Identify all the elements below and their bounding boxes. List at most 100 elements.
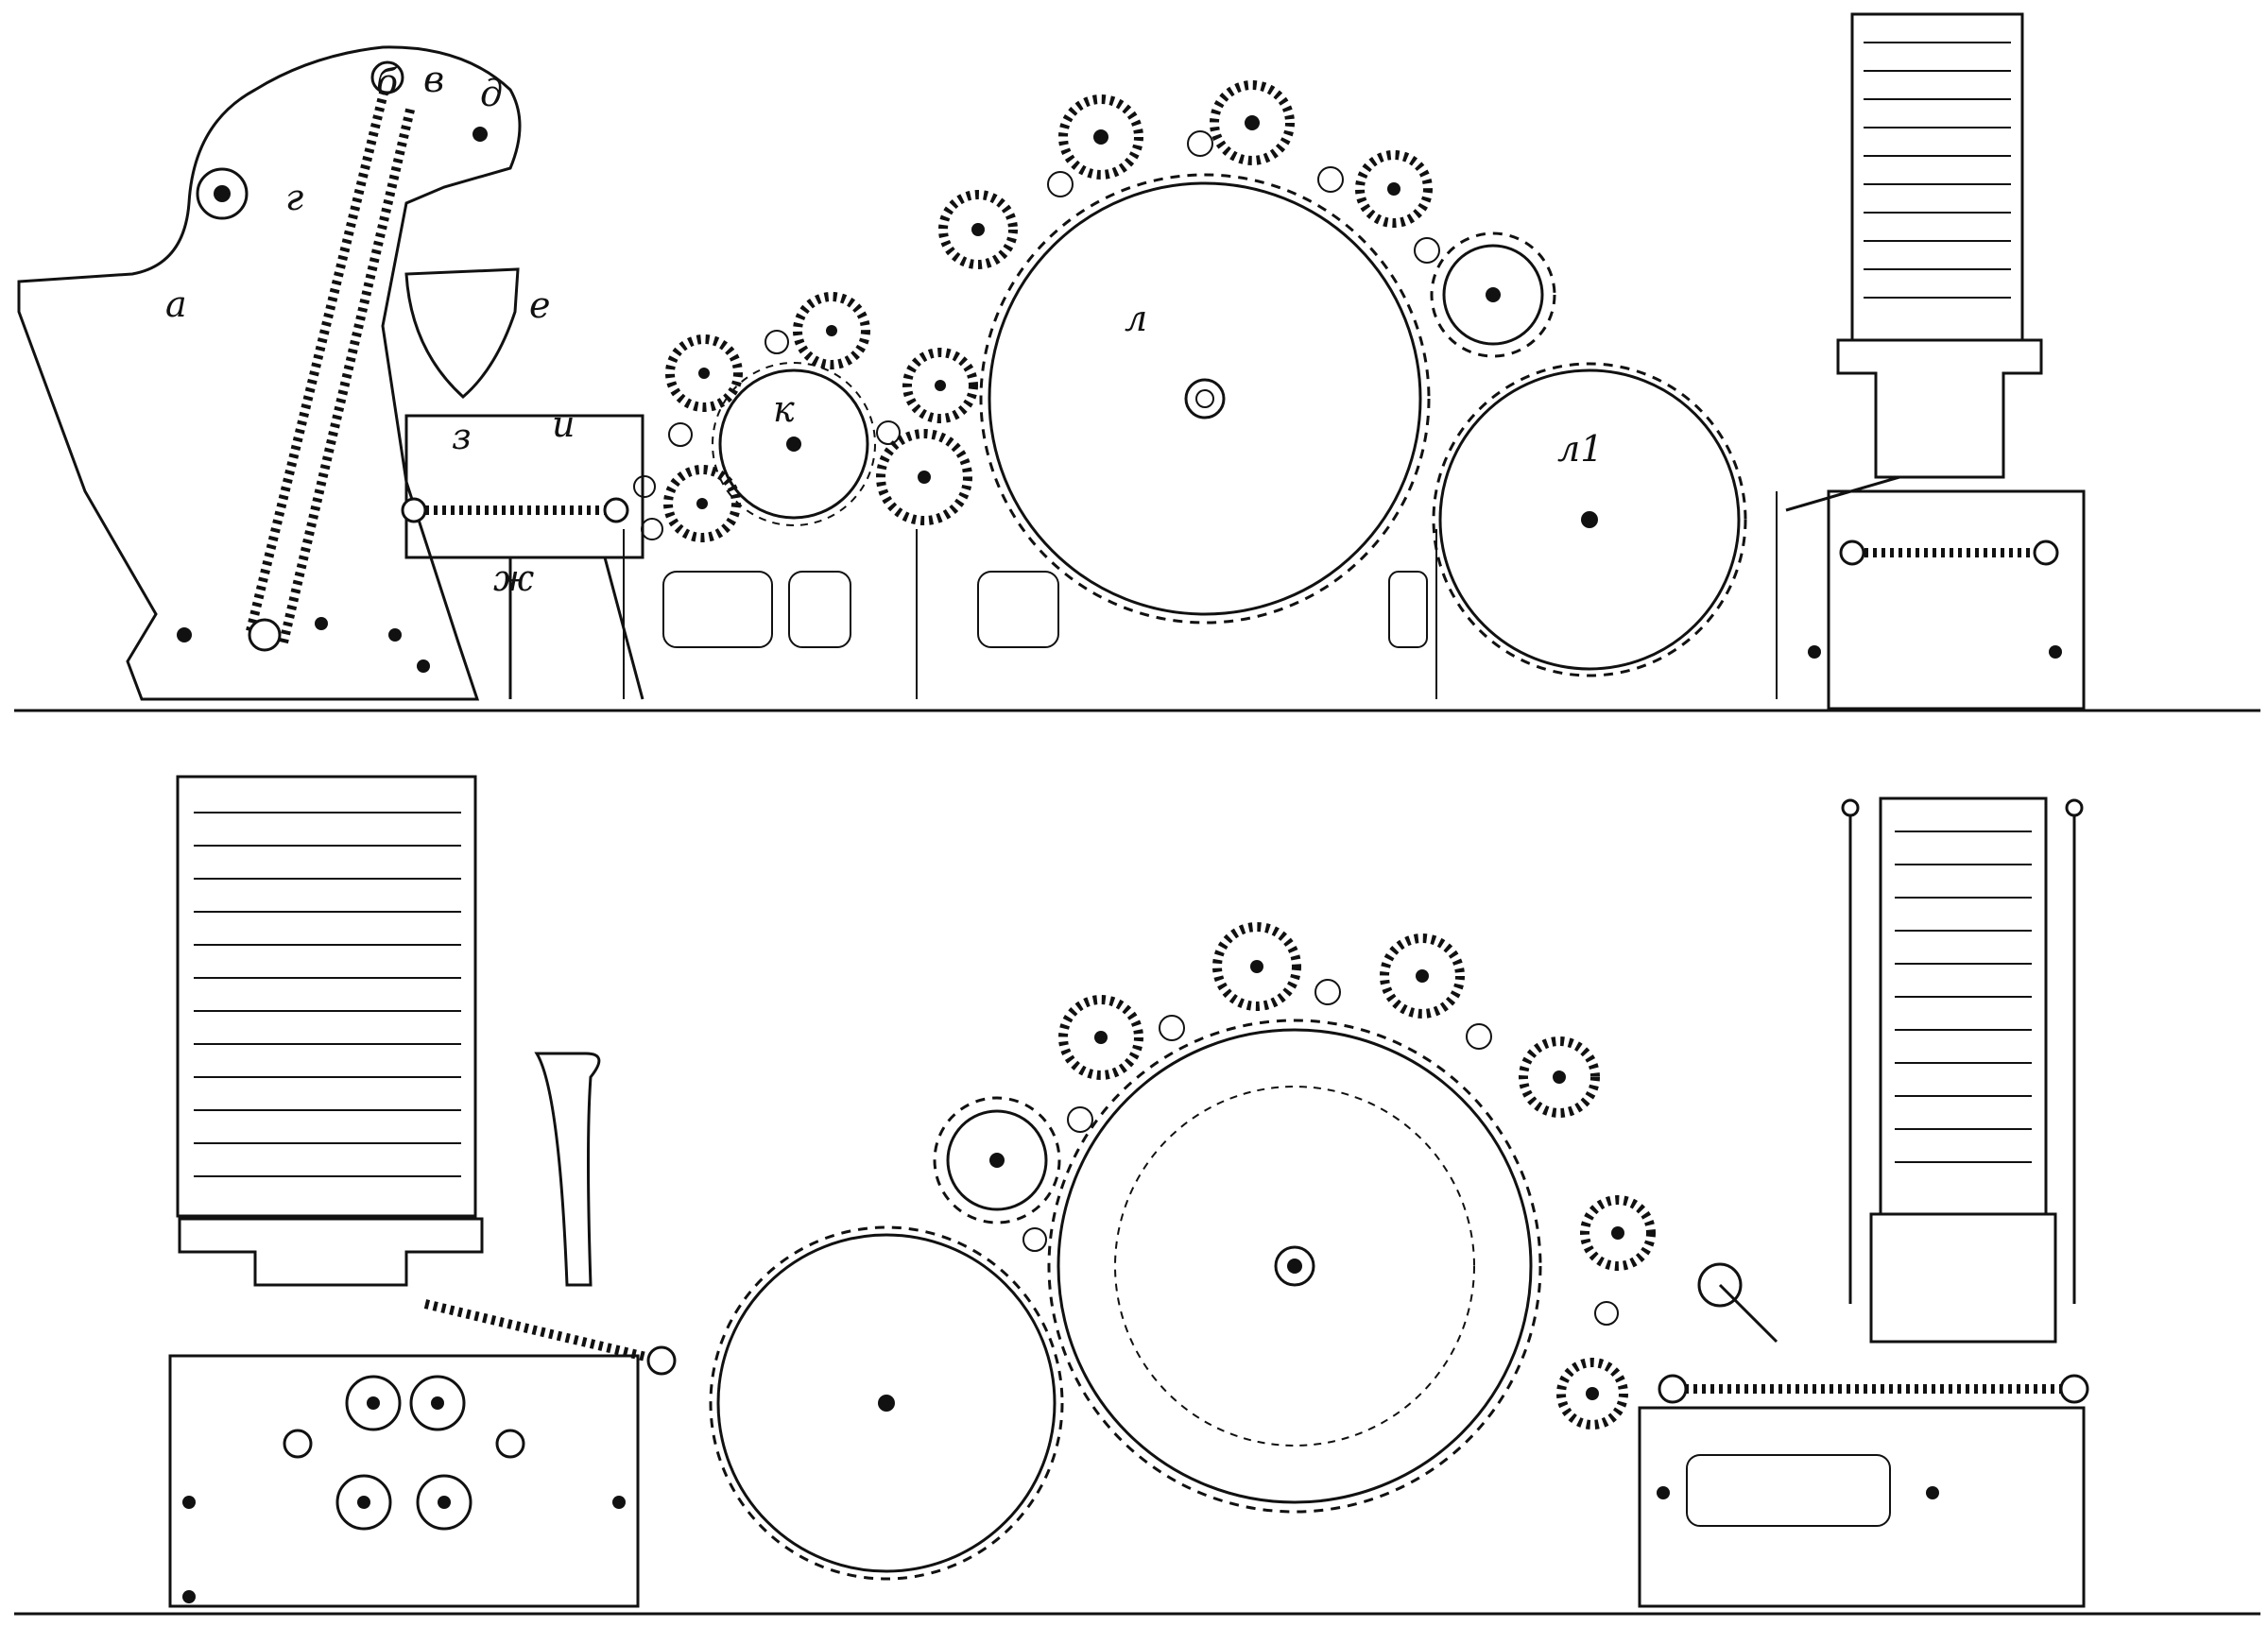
left-doffer-group bbox=[709, 1225, 1064, 1581]
worker-roller-center bbox=[1586, 1387, 1599, 1400]
frame-bolt bbox=[2049, 645, 2062, 659]
frame-bolt bbox=[417, 659, 430, 673]
worker-roller-center bbox=[1094, 1031, 1108, 1044]
stripper-roller bbox=[1317, 166, 1344, 193]
frame-bolt bbox=[182, 1590, 196, 1603]
stripper-roller bbox=[1067, 1106, 1093, 1133]
stripper-roller bbox=[1022, 1227, 1047, 1252]
apron-top-roller bbox=[370, 60, 404, 94]
hopper-lattice-apron bbox=[246, 76, 392, 633]
licker-in-drum bbox=[718, 368, 869, 520]
worker-roller-center bbox=[826, 325, 837, 336]
lap-column bbox=[176, 775, 477, 1218]
worker-roller-center bbox=[1387, 182, 1400, 196]
guide-bolt bbox=[1841, 798, 1860, 817]
frame-bolt bbox=[1926, 1486, 1939, 1499]
worker-roller bbox=[1210, 80, 1295, 165]
label-a: а bbox=[165, 283, 187, 325]
licker-in-group bbox=[633, 292, 978, 542]
worker-roller-center bbox=[1416, 969, 1429, 983]
stripper-roller bbox=[765, 330, 789, 354]
doffer-group bbox=[1432, 362, 1747, 677]
left-lap-head bbox=[168, 775, 677, 1608]
lap-column-slats bbox=[194, 812, 461, 1177]
frame-window bbox=[1686, 1454, 1891, 1527]
worker-roller bbox=[1380, 933, 1465, 1019]
lap-head bbox=[1785, 12, 2086, 711]
stripper-roller bbox=[1466, 1023, 1492, 1050]
worker-roller bbox=[1212, 922, 1301, 1011]
feed-table bbox=[401, 414, 644, 700]
label-z: з bbox=[452, 416, 472, 457]
feed-lattice-roller bbox=[401, 497, 427, 523]
frame-window bbox=[662, 571, 773, 648]
fancy-roller-clothing bbox=[933, 1096, 1061, 1225]
bottom-main-cylinder-group bbox=[933, 922, 1656, 1514]
stripper-roller bbox=[876, 420, 901, 445]
stripper-roller bbox=[1159, 1015, 1185, 1041]
top-view-labels: а б в г д е з и ж к л л1 bbox=[165, 59, 1603, 599]
feed-table-frame bbox=[404, 414, 644, 559]
doffer-clothing bbox=[1432, 362, 1747, 677]
label-i: и bbox=[552, 403, 575, 445]
feed-apron bbox=[423, 1299, 663, 1365]
worker-roller-center bbox=[971, 223, 985, 236]
evener-hood bbox=[404, 267, 520, 400]
feed-roller bbox=[633, 475, 656, 498]
lap-base bbox=[1827, 489, 2086, 711]
label-v: в bbox=[423, 59, 444, 100]
main-cylinder-center bbox=[1195, 389, 1214, 408]
hopper-feeder bbox=[17, 45, 522, 701]
small-roller bbox=[283, 1429, 313, 1459]
frame-outline bbox=[623, 491, 1778, 699]
stripper-roller bbox=[1314, 979, 1341, 1005]
label-g: г bbox=[285, 177, 303, 218]
feed-lattice-roller bbox=[603, 497, 629, 523]
worker-roller bbox=[1058, 995, 1143, 1080]
worker-roller bbox=[663, 465, 741, 542]
worker-roller bbox=[876, 429, 972, 525]
worker-roller-center bbox=[1093, 129, 1108, 145]
lap-column-stand bbox=[1836, 338, 2043, 479]
calender-roller-center bbox=[431, 1396, 444, 1410]
worker-roller bbox=[1580, 1195, 1656, 1271]
main-cylinder bbox=[988, 181, 1422, 616]
calender-roller-center bbox=[367, 1396, 380, 1410]
machine-frame bbox=[623, 491, 1778, 699]
lap-column-slats bbox=[1895, 831, 2032, 1163]
hopper-shaft-center bbox=[214, 185, 231, 202]
feed-table-frame bbox=[1638, 1406, 2086, 1608]
lap-base-roller bbox=[2033, 539, 2059, 566]
frame-bolt bbox=[1657, 1486, 1670, 1499]
stripper-roller bbox=[1047, 171, 1074, 197]
hopper-lattice-apron-rear bbox=[279, 104, 416, 644]
frame-bolt bbox=[177, 627, 192, 642]
lap-column-stand bbox=[1869, 1212, 2057, 1344]
main-cylinder bbox=[1057, 1028, 1533, 1504]
lap-column bbox=[1850, 12, 2024, 342]
feed-lattice-roller bbox=[2059, 1374, 2089, 1404]
right-lap-head bbox=[1841, 796, 2084, 1344]
label-k: к bbox=[773, 388, 795, 430]
label-d: д bbox=[480, 73, 503, 114]
worker-roller-center bbox=[1250, 960, 1263, 973]
frame-bolt bbox=[315, 617, 328, 630]
lap-column bbox=[1879, 796, 2048, 1216]
main-cylinder-center bbox=[1287, 1259, 1302, 1274]
worker-roller-center bbox=[1611, 1226, 1624, 1240]
small-roller bbox=[495, 1429, 525, 1459]
doffer-comb-pivot bbox=[472, 127, 488, 142]
frame-window bbox=[1388, 571, 1428, 648]
lap-column-stand bbox=[178, 1217, 484, 1287]
guide-bolt bbox=[2065, 798, 2084, 817]
worker-roller-center bbox=[698, 368, 710, 379]
lap-base-roller bbox=[1839, 539, 1865, 566]
worker-roller bbox=[902, 348, 978, 423]
doffer-clothing bbox=[709, 1225, 1064, 1581]
frame-bolt bbox=[182, 1496, 196, 1509]
feed-lattice-roller bbox=[1658, 1374, 1688, 1404]
fancy-roller-clothing bbox=[1430, 231, 1556, 358]
calender-roller-center bbox=[438, 1496, 451, 1509]
frame-window bbox=[977, 571, 1059, 648]
